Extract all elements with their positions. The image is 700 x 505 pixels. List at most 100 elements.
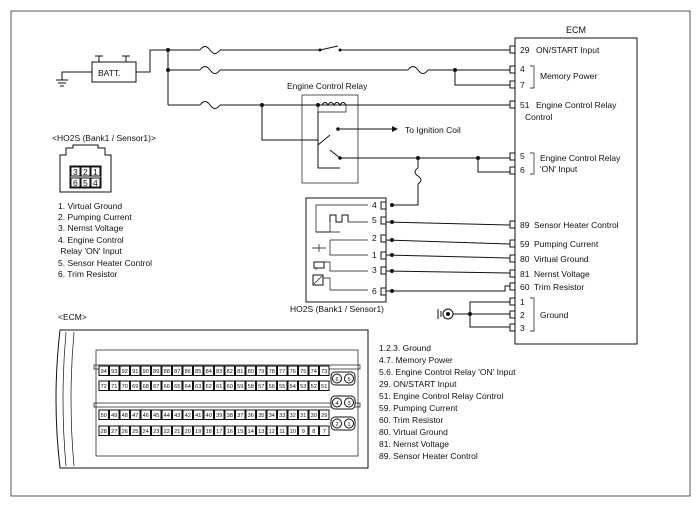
ecm-pin-number: 75 xyxy=(300,369,306,375)
ecm-pin-cell xyxy=(182,365,193,376)
ecm-pin-number: 94 xyxy=(101,369,107,375)
ecm-side-pin-number: 6 xyxy=(335,377,338,383)
ecm-side-pin-number: 4 xyxy=(335,401,338,407)
ecm-pin-cell xyxy=(298,380,309,391)
diagram-frame xyxy=(10,10,691,497)
legend-item: 29. ON/START Input xyxy=(379,379,457,389)
ecm-pin-cell xyxy=(256,425,267,436)
fuse-icon xyxy=(414,167,422,185)
ecm-pin-cell xyxy=(203,380,214,391)
ecm-pin-cell xyxy=(266,425,277,436)
ecm-pin-cell xyxy=(266,409,277,420)
ecm-side-pin xyxy=(332,397,342,408)
ecm-box xyxy=(514,37,638,345)
ecm-pin-number: 22 xyxy=(164,429,170,435)
relay-coil-icon xyxy=(321,102,347,106)
ecm-pin-cell xyxy=(203,425,214,436)
ecm-pin-number: 60 xyxy=(227,384,233,390)
ecm-pin-number: 12 xyxy=(269,429,275,435)
ecm-pin-cell xyxy=(235,380,246,391)
ecm-pin-cell xyxy=(308,380,319,391)
ecm-pin-number: 18 xyxy=(206,429,212,435)
ecm-pin-cell xyxy=(287,409,298,420)
ecm-pin-cell xyxy=(298,409,309,420)
to-ignition-label: To Ignition Coil xyxy=(405,125,461,135)
ecm-pin-number: 74 xyxy=(311,369,317,375)
ecm-pin-number: 9 xyxy=(302,429,305,435)
ecm-pin-number: 86 xyxy=(185,369,191,375)
ecm-pin-number: 68 xyxy=(143,384,149,390)
ecm-pin-number: 45 xyxy=(153,413,159,419)
ecm-pin-num: 3 xyxy=(520,323,525,333)
ecm-pin-number: 84 xyxy=(206,369,212,375)
ecm-pin-number: 93 xyxy=(111,369,117,375)
ecm-pin-number: 20 xyxy=(185,429,191,435)
ecm-pin-number: 15 xyxy=(237,429,243,435)
ecm-pin-label: Control xyxy=(525,112,553,122)
ecm-pin-cell xyxy=(172,380,183,391)
chassis-ground-icon xyxy=(437,309,442,319)
ecm-pin-num: 5 xyxy=(520,151,525,161)
ecm-pin-cell xyxy=(235,365,246,376)
ecm-side-pin xyxy=(344,418,354,429)
ho2s-pin-list-item: 3. Nernst Voltage xyxy=(58,223,123,233)
ecm-pin-number: 56 xyxy=(269,384,275,390)
ecm-pin-number: 73 xyxy=(321,369,327,375)
ecm-pin-cell xyxy=(182,409,193,420)
ho2s-sensor-block: HO2S (Bank1 / Sensor1) 4 5 2 1 3 6 xyxy=(290,197,511,314)
legend-item: 51. Engine Control Relay Control xyxy=(379,391,503,401)
ecm-pin-cell xyxy=(256,409,267,420)
ecm-pin-cell xyxy=(130,409,141,420)
ecm-pin-number: 23 xyxy=(153,429,159,435)
ecm-pin-number: 65 xyxy=(174,384,180,390)
relay-title: Engine Control Relay xyxy=(287,81,368,91)
ecm-pin-cell xyxy=(140,425,151,436)
battery-ground-icon xyxy=(56,79,68,87)
ecm-pin-cell xyxy=(298,425,309,436)
ecm-pin-number: 40 xyxy=(206,413,212,419)
ecm-pin-num: 51 xyxy=(520,100,530,110)
ecm-pin-num: 2 xyxy=(520,310,525,320)
ecm-pin-cell xyxy=(235,409,246,420)
ecm-pin-cell xyxy=(203,365,214,376)
ecm-pin-number: 54 xyxy=(290,384,296,390)
ecm-pin-cell xyxy=(119,409,130,420)
ecm-side-pin-number: 1 xyxy=(347,422,350,428)
fuse-icon xyxy=(199,101,221,109)
ecm-pin-number: 50 xyxy=(101,413,107,419)
ecm-pin-number: 7 xyxy=(323,429,326,435)
memory-power-bracket xyxy=(530,65,535,89)
ecm-pin-num: 4 xyxy=(520,64,525,74)
ecm-pin-number: 17 xyxy=(216,429,222,435)
ecm-pin-cell xyxy=(130,365,141,376)
ecm-pin-cell xyxy=(151,425,162,436)
ecm-pin-number: 41 xyxy=(195,413,201,419)
ecm-pin-num: 29 xyxy=(520,45,530,55)
ecm-pin-cell xyxy=(172,409,183,420)
ecm-pin-number: 32 xyxy=(290,413,296,419)
ecm-pin-number: 25 xyxy=(132,429,138,435)
ecm-pin-cell xyxy=(245,425,256,436)
pin-legend: 1.2.3. Ground 4.7. Memory Power 5.6. Eng… xyxy=(379,343,516,461)
ecm-pin-number: 8 xyxy=(312,429,315,435)
ecm-pin-cell xyxy=(224,409,235,420)
ecm-pin-cell xyxy=(277,409,288,420)
ecm-pin-number: 42 xyxy=(185,413,191,419)
legend-item: 80. Virtual Ground xyxy=(379,427,448,437)
ecm-pin-number: 27 xyxy=(111,429,117,435)
ecm-pin-cell xyxy=(245,365,256,376)
ecm-pin-cell xyxy=(161,380,172,391)
ecm-pin-cell xyxy=(287,425,298,436)
connector-pin: 3 xyxy=(73,167,78,177)
ecm-pin-label: Engine Control Relay xyxy=(536,100,617,110)
ecm-pin-number: 28 xyxy=(101,429,107,435)
ecm-pin-cell xyxy=(298,365,309,376)
ho2s-pin-list-item: Relay 'ON' Input xyxy=(58,246,122,256)
battery-label: BATT. xyxy=(98,68,121,78)
legend-item: 59. Pumping Current xyxy=(379,403,458,413)
ecm-pin-cell xyxy=(151,365,162,376)
ecm-block: ECM 29 ON/START Input 4 Memory Power 7 5… xyxy=(509,25,638,345)
ecm-pin-label: Sensor Heater Control xyxy=(534,220,619,230)
ecm-pin-number: 19 xyxy=(195,429,201,435)
